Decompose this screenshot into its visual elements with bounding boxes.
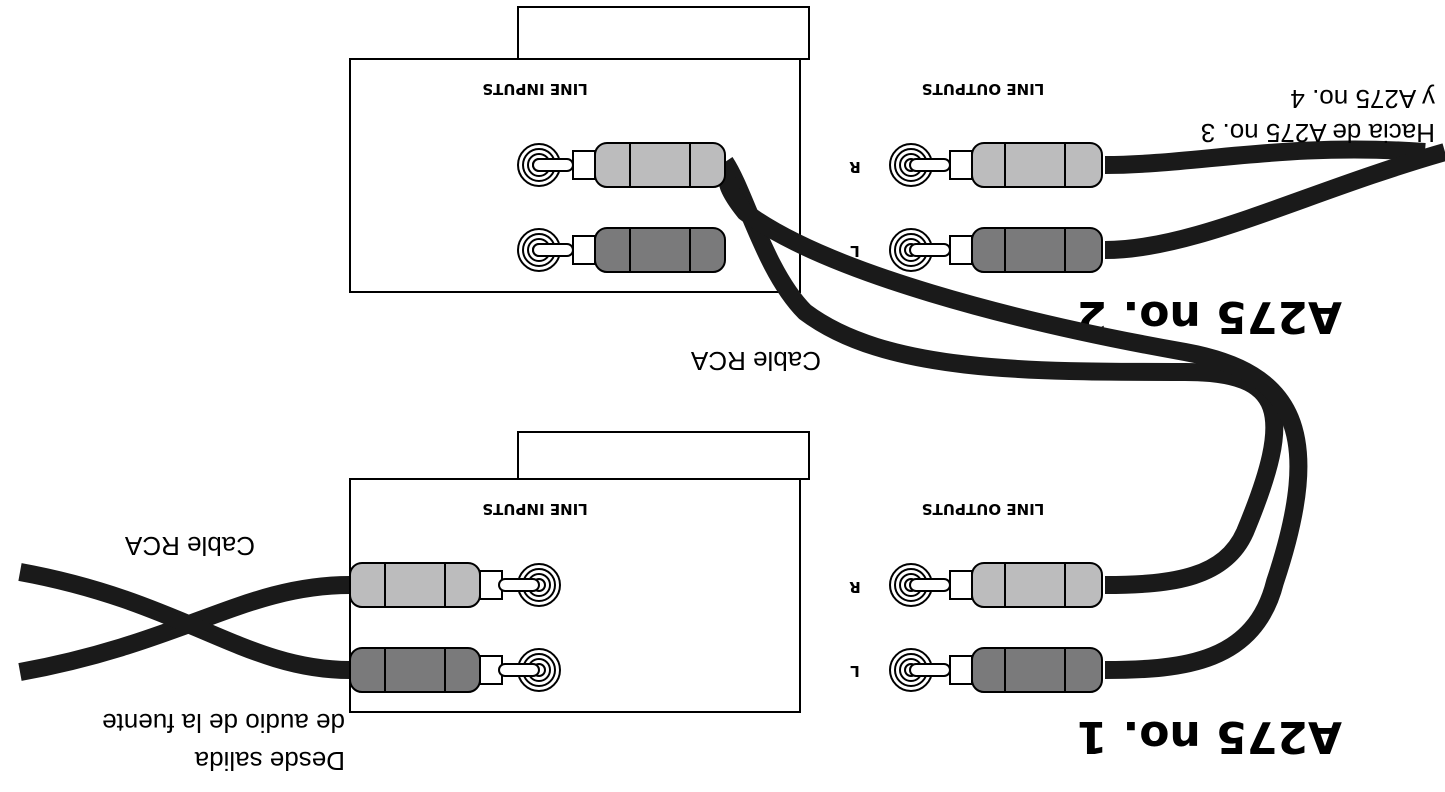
plug-unit2-in-r [532,142,726,188]
callout-to-next-line2: y A275 no. 4 [1290,84,1435,114]
unit-2-channel-l: L [850,242,860,260]
unit-1-channel-r: R [849,578,861,596]
next-cable-l [1104,143,1445,259]
source-cable-r [18,576,351,681]
unit-2-line-inputs-label: LINE INPUTS [482,80,588,98]
source-cable-l [18,563,351,679]
callout-cable-rca-source: Cable RCA [124,531,255,561]
plug-unit1-in-r [349,562,540,608]
cables [18,140,1445,681]
callout-source-line1: Desde salida [194,746,345,776]
unit-2-line-outputs-label: LINE OUTPUTS [922,80,1045,98]
plug-unit2-out-r [909,142,1103,188]
unit-1-title: A275 no. 1 [1077,711,1342,762]
unit-2-tab [517,6,810,60]
flipped-diagram: A275 no. 1 LINE OUTPUTS LINE INPUTS R L … [18,6,1445,776]
link-cable-r [717,157,1284,594]
plug-unit1-out-l [909,647,1103,693]
plug-unit1-out-r [909,562,1103,608]
plug-unit1-in-l [349,647,540,693]
plugs [349,142,1103,693]
unit-2: A275 no. 2 LINE OUTPUTS LINE INPUTS R L [349,6,1342,342]
callout-cable-rca-between: Cable RCA [690,346,821,376]
link-cable-l [716,161,1308,679]
unit-2-channel-r: R [849,158,861,176]
unit-1-line-inputs-label: LINE INPUTS [482,500,588,518]
plug-unit2-out-l [909,227,1103,273]
unit-1-tab [517,431,810,480]
unit-1-line-outputs-label: LINE OUTPUTS [922,500,1045,518]
unit-1-channel-l: L [850,662,860,680]
next-cable-r [1104,140,1426,174]
callout-source-line2: de audio de la fuente [102,708,345,738]
callout-to-next-line1: Hacia de A275 no. 3 [1201,118,1435,148]
plug-unit2-in-l [532,227,726,273]
